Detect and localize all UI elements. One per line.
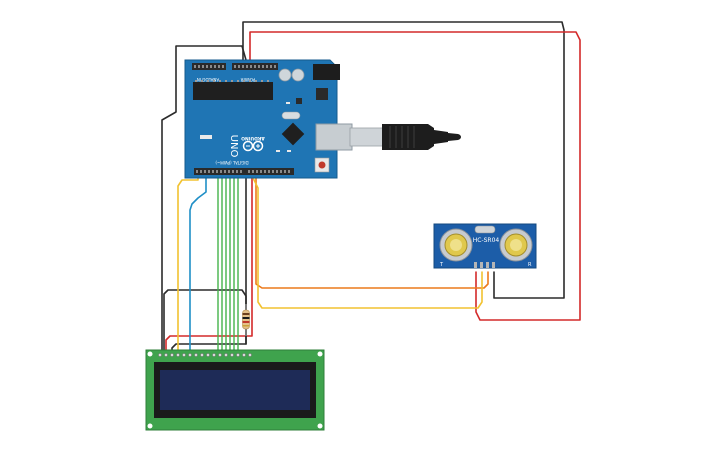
arduino-logo-icon <box>242 140 264 152</box>
wire-blue-lcd-rs[interactable] <box>189 171 207 353</box>
wire-yellow-lcd-v0[interactable] <box>177 171 199 353</box>
lcd-pin-header <box>158 353 252 357</box>
wire-yellow-echo[interactable] <box>251 175 483 309</box>
lcd-screen <box>160 370 310 410</box>
wire-orange-trig[interactable] <box>255 175 489 289</box>
header-bottom <box>194 168 294 175</box>
usb-port <box>315 123 353 151</box>
resistor[interactable] <box>242 304 250 336</box>
crystal <box>281 111 301 120</box>
sensor-crystal <box>474 225 496 234</box>
voltage-regulator <box>316 88 328 100</box>
usb-cable-icon[interactable] <box>349 124 461 150</box>
wire-red-vcc-sensor[interactable] <box>249 31 581 321</box>
power-header-label: POWER <box>240 77 255 82</box>
sensor-transducer-right <box>499 228 533 262</box>
wire-red-vcc-lcd[interactable] <box>165 177 253 353</box>
reset-button-icon <box>318 161 326 169</box>
analog-header-label: ANALOG IN <box>197 77 219 82</box>
wire-black-gnd-sensor[interactable] <box>242 21 565 299</box>
board-model: UNO <box>228 135 239 158</box>
ultrasonic-sensor[interactable]: HC-SR04 T R <box>433 223 537 269</box>
sensor-model: HC-SR04 <box>473 237 500 244</box>
digital-header-label: DIGITAL (PWM~) <box>215 160 249 165</box>
atmega-chip <box>193 82 273 100</box>
sensor-mark-right: R <box>528 262 532 268</box>
sensor-transducer-left <box>439 228 473 262</box>
wire-black-gnd-lcd[interactable] <box>171 177 247 353</box>
lcd-module[interactable] <box>145 349 325 431</box>
board-brand: ARDUINO <box>241 135 265 141</box>
power-jack <box>313 64 340 80</box>
capacitor-1 <box>278 68 292 82</box>
wires <box>161 21 581 353</box>
arduino-uno-board[interactable]: ANALOG IN POWER DIGITAL (PWM~) <box>184 59 353 179</box>
capacitor-2 <box>291 68 305 82</box>
sensor-mark-left: T <box>439 262 444 268</box>
header-top-left <box>192 63 226 70</box>
